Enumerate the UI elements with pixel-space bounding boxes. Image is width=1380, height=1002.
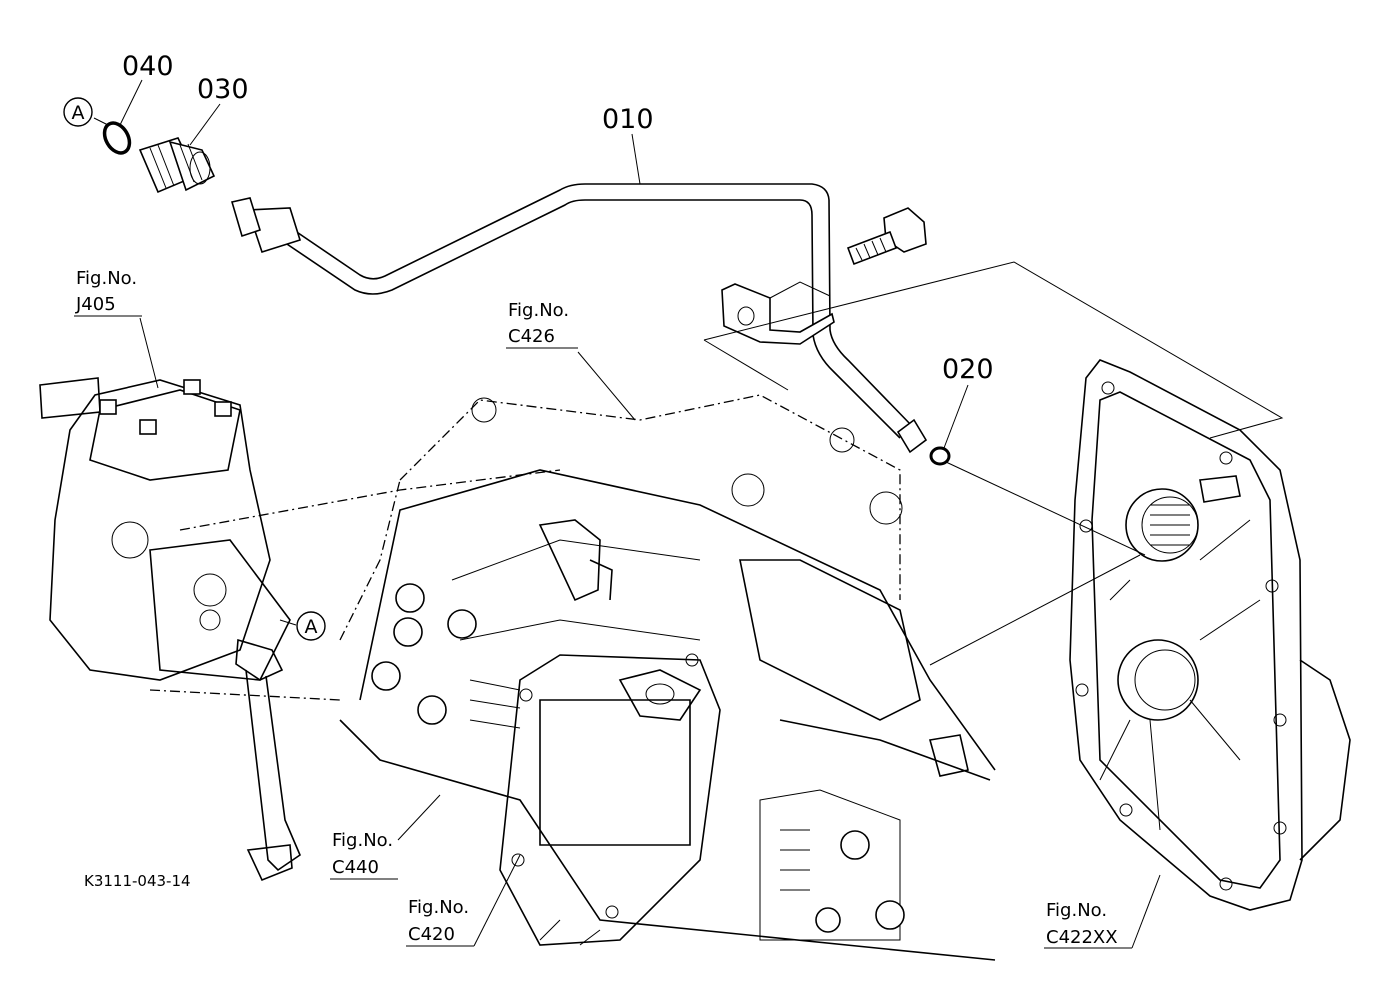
bolt — [846, 207, 927, 266]
cover-c422xx — [1069, 359, 1351, 911]
reference-panels — [703, 261, 1284, 666]
shift-lever — [235, 638, 301, 882]
o-ring-040[interactable] — [99, 119, 134, 158]
o-ring-020[interactable] — [929, 446, 951, 466]
pipe-bracket — [721, 281, 835, 345]
svg-text:C440: C440 — [332, 857, 379, 878]
drawing-code: K3111-043-14 — [84, 872, 191, 890]
callout-030[interactable]: 030 — [197, 74, 249, 105]
fig-ref-c426[interactable]: Fig.No. C426 — [506, 300, 578, 349]
callout-020[interactable]: 020 — [942, 354, 994, 385]
marker-a-top-label: A — [72, 102, 85, 124]
callout-040[interactable]: 040 — [122, 51, 174, 82]
svg-text:Fig.No.: Fig.No. — [408, 897, 469, 918]
leader-lines — [93, 79, 1161, 949]
svg-text:Fig.No.: Fig.No. — [508, 300, 569, 321]
marker-a-mid-label: A — [305, 616, 318, 638]
fig-ref-c420[interactable]: Fig.No. C420 — [406, 897, 474, 947]
pump-assembly-j405 — [39, 377, 561, 701]
svg-text:C422XX: C422XX — [1046, 927, 1118, 948]
svg-text:Fig.No.: Fig.No. — [332, 830, 393, 851]
svg-text:Fig.No.: Fig.No. — [76, 268, 137, 289]
marker-a-top: A — [63, 97, 93, 127]
marker-a-mid: A — [296, 611, 326, 641]
svg-text:C426: C426 — [508, 326, 555, 347]
fig-ref-j405[interactable]: Fig.No. J405 — [74, 268, 142, 317]
svg-text:C420: C420 — [408, 924, 455, 945]
callout-010[interactable]: 010 — [602, 104, 654, 135]
fitting-030[interactable] — [138, 137, 216, 194]
svg-text:Fig.No.: Fig.No. — [1046, 900, 1107, 921]
svg-text:J405: J405 — [75, 294, 116, 315]
transmission-case — [339, 394, 996, 961]
fig-ref-c440[interactable]: Fig.No. C440 — [330, 830, 398, 880]
pipe-010[interactable] — [230, 183, 928, 454]
fig-ref-c422xx[interactable]: Fig.No. C422XX — [1044, 900, 1132, 949]
